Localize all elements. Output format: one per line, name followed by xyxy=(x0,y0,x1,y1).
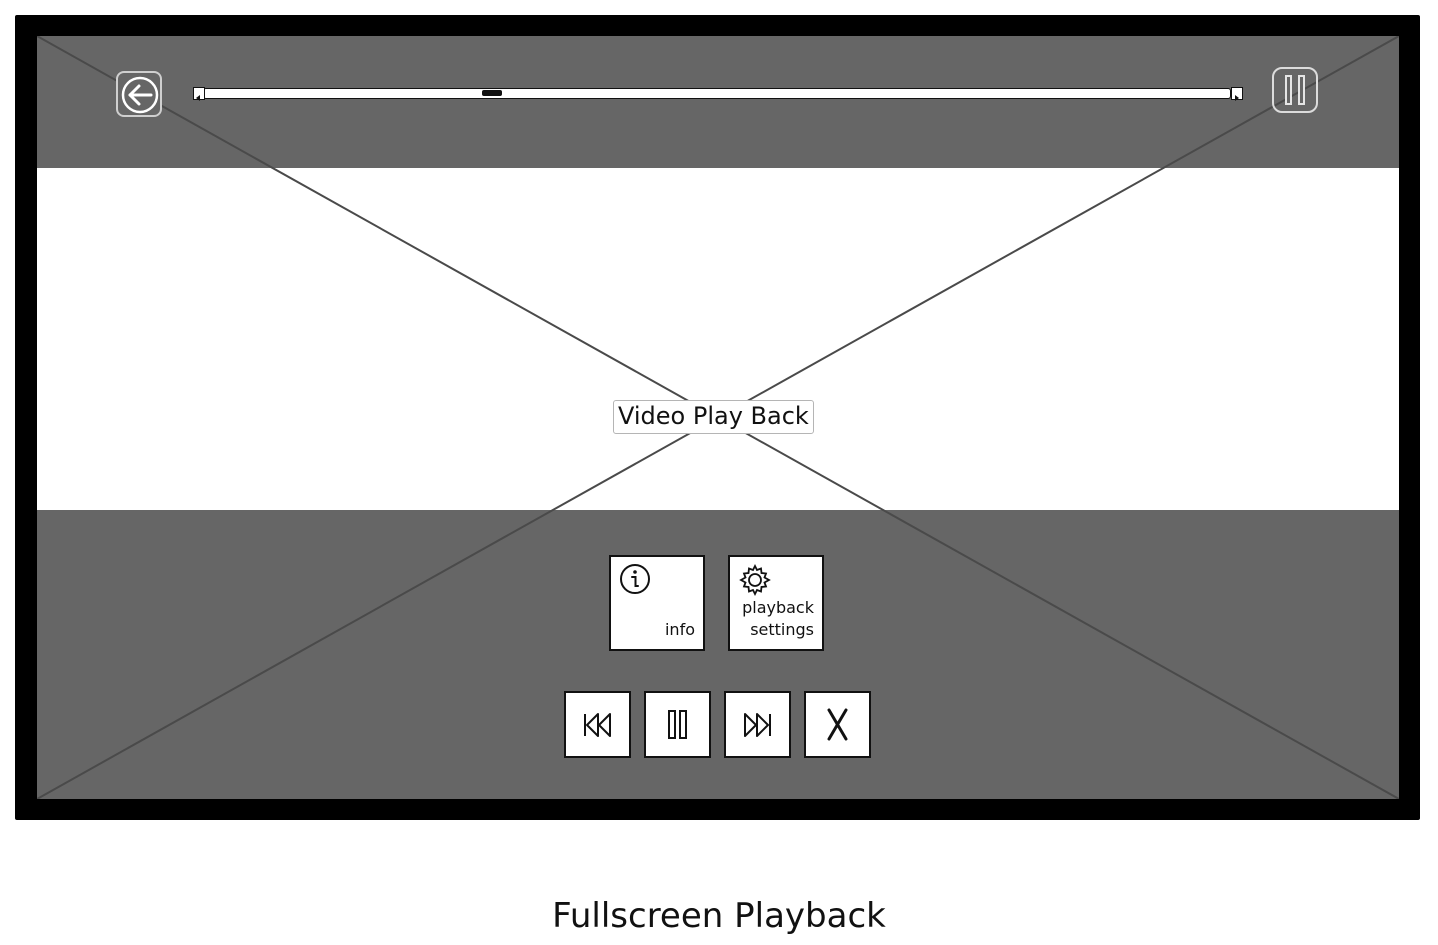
scrubber-thumb[interactable] xyxy=(482,90,503,96)
video-screen[interactable]: Video Play Back info playback settings xyxy=(37,36,1399,799)
fast-forward-icon xyxy=(744,713,771,737)
info-icon xyxy=(620,564,650,594)
pause-icon xyxy=(668,710,687,739)
playback-settings-tile-label: playback settings xyxy=(742,598,814,639)
close-icon xyxy=(827,708,848,741)
triangle-right-icon xyxy=(1235,95,1239,101)
scrubber-left-arrow[interactable] xyxy=(193,87,205,101)
scrubber-right-arrow[interactable] xyxy=(1231,87,1243,101)
close-button[interactable] xyxy=(804,691,871,758)
fast-forward-button[interactable] xyxy=(724,691,791,758)
device-frame: Video Play Back info playback settings xyxy=(15,15,1420,820)
rewind-button[interactable] xyxy=(564,691,631,758)
rewind-icon xyxy=(584,713,611,737)
arrow-left-icon xyxy=(121,76,159,114)
triangle-left-icon xyxy=(196,95,200,101)
playback-settings-tile[interactable]: playback settings xyxy=(728,555,824,651)
gear-icon xyxy=(739,563,771,597)
playback-scrubber[interactable] xyxy=(193,87,1243,101)
scrubber-track[interactable] xyxy=(203,88,1231,99)
info-tile-label: info xyxy=(664,620,695,639)
bottom-overlay-band xyxy=(37,510,1399,799)
video-placeholder-label: Video Play Back xyxy=(613,400,814,434)
pause-button-top[interactable] xyxy=(1272,67,1318,113)
wireframe-caption: Fullscreen Playback xyxy=(552,896,886,936)
back-button[interactable] xyxy=(116,71,162,117)
top-overlay-band xyxy=(37,36,1399,168)
pause-button[interactable] xyxy=(644,691,711,758)
info-tile[interactable]: info xyxy=(609,555,705,651)
